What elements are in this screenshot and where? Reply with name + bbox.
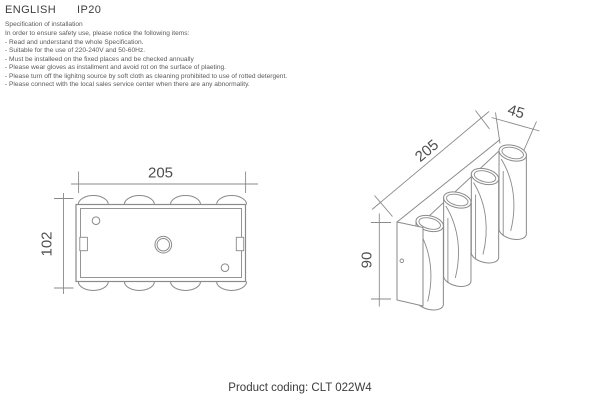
ip-rating-label: IP20 — [77, 4, 102, 16]
perspective-depth-dimension — [491, 112, 540, 151]
spec-item: - Suitable for the use of 220-240V and 5… — [5, 47, 146, 55]
spec-intro: In order to ensure safety use, please no… — [5, 30, 190, 38]
spec-item: - Please connect with the local sales se… — [5, 81, 250, 89]
perspective-view-drawing — [371, 110, 540, 311]
lamp-cylinder — [443, 191, 472, 287]
language-label: ENGLISH — [5, 4, 57, 16]
lamp-cylinder — [498, 144, 527, 240]
web-edges — [447, 171, 504, 283]
left-clip — [79, 236, 88, 252]
spec-item: - Please wear gloves as installment and … — [5, 64, 227, 72]
screw-hole — [91, 216, 101, 225]
lamp-cylinder — [470, 167, 500, 264]
screw-hole — [220, 263, 230, 273]
product-coding-label: Product coding: CLT 022W4 — [228, 382, 372, 394]
plan-width-dimension — [71, 171, 258, 193]
mounting-plate-face — [396, 221, 424, 307]
plan-width-label: 205 — [147, 164, 174, 181]
spec-item: - Please turn off the lighitng source by… — [5, 72, 288, 80]
spec-item: - Must be installeed on the fixed places… — [5, 55, 194, 63]
spec-item: - Read and understand the whole Specific… — [5, 38, 144, 46]
spec-title: Specification of installation — [5, 21, 83, 28]
right-clip — [235, 236, 245, 252]
plan-view-drawing — [54, 171, 258, 294]
cable-hole — [154, 235, 173, 254]
plan-height-label: 102 — [38, 230, 55, 257]
plan-height-dimension — [54, 193, 74, 294]
perspective-height-label: 90 — [358, 251, 375, 269]
installation-spec-text: Specification of installation In order t… — [5, 21, 287, 90]
perspective-length-dimension — [371, 110, 490, 217]
perspective-height-dimension — [371, 213, 391, 307]
screw-hole — [399, 258, 405, 264]
